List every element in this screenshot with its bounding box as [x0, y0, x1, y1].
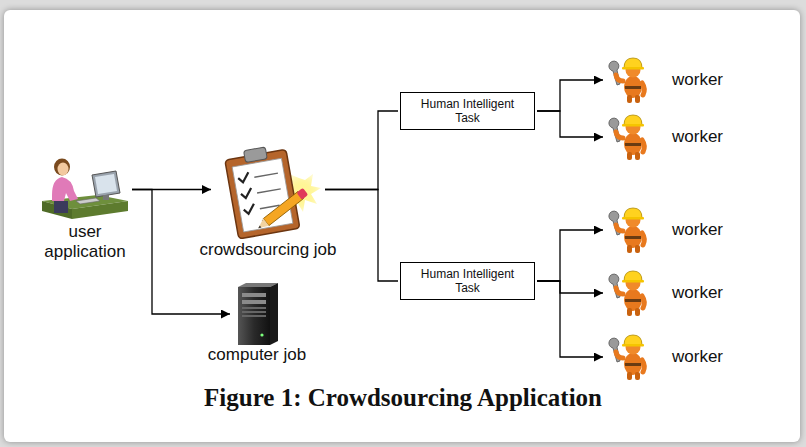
task-box: Human Intelligent Task	[400, 92, 535, 130]
node-label: worker	[672, 347, 723, 367]
node-icon	[605, 334, 655, 380]
node-label: worker	[672, 127, 723, 147]
user-application-node: user application	[35, 157, 135, 262]
node-icon	[213, 140, 323, 240]
node-icon	[605, 270, 655, 316]
node-icon	[605, 114, 655, 160]
node-label: Human Intelligent Task	[416, 97, 520, 125]
node-label: user application	[40, 222, 130, 262]
node-label: Human Intelligent Task	[416, 267, 520, 295]
connector-arrow	[325, 190, 398, 282]
connector-arrow	[537, 230, 603, 281]
worker-node: worker	[605, 334, 723, 380]
node-icon	[605, 207, 655, 253]
connector-arrow	[537, 281, 603, 357]
worker-node: worker	[605, 207, 723, 253]
figure-caption: Figure 1: Crowdsourcing Application	[0, 384, 806, 412]
connector-arrow	[537, 80, 603, 111]
crowdsourcing-job-node: crowdsourcing job	[188, 140, 348, 260]
task-box: Human Intelligent Task	[400, 262, 535, 300]
node-icon	[605, 57, 655, 103]
node-label: worker	[672, 70, 723, 90]
connector-arrow	[325, 111, 398, 190]
worker-node: worker	[605, 57, 723, 103]
connector-arrow	[537, 281, 603, 293]
worker-node: worker	[605, 270, 723, 316]
worker-node: worker	[605, 114, 723, 160]
connector-arrow	[537, 111, 603, 137]
node-label: computer job	[208, 345, 306, 365]
node-icon	[40, 157, 130, 222]
node-icon	[232, 283, 282, 345]
node-label: worker	[672, 220, 723, 240]
node-label: worker	[672, 283, 723, 303]
node-label: crowdsourcing job	[199, 240, 336, 260]
computer-job-node: computer job	[197, 283, 317, 365]
